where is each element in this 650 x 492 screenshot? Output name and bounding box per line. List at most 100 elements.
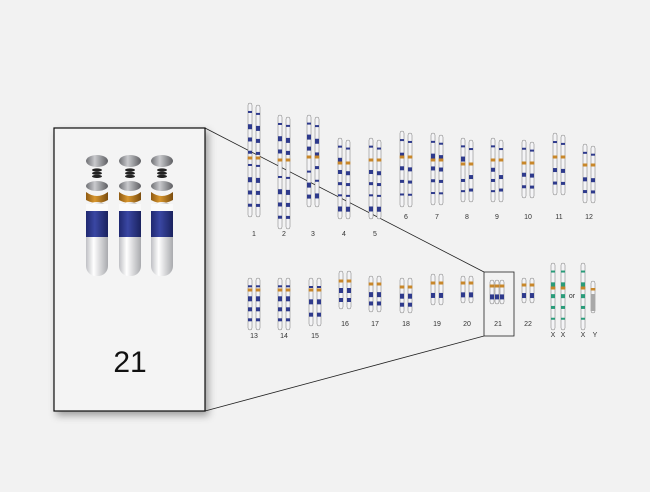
centromere: [277, 288, 283, 292]
centromere: [345, 161, 351, 165]
centromere: [499, 284, 505, 288]
centromere: [529, 283, 535, 287]
chromosome-7b: [438, 134, 444, 206]
chromosome-band: [307, 182, 311, 188]
chromosome-band: [338, 194, 342, 197]
chromosome-band: [583, 177, 587, 182]
chromosome-band: [369, 301, 373, 306]
centromere: [580, 286, 586, 290]
chromosome-band: [317, 312, 321, 317]
chromosome-band: [431, 166, 435, 171]
pair-label-22: 22: [524, 321, 532, 328]
chromosome-band: [278, 136, 282, 142]
chromosome-band: [307, 170, 311, 173]
chromosome-band: [307, 146, 311, 151]
centromere: [337, 161, 343, 165]
chromosome-19b: [438, 273, 444, 306]
chromosome-band: [408, 293, 412, 299]
chromosome-band: [461, 178, 465, 182]
chromosome-16b: [346, 270, 352, 310]
chromosome-6b: [407, 132, 413, 208]
chromosome-11b: [560, 134, 566, 196]
pair-label-5: 5: [373, 231, 377, 238]
chromosome-band: [286, 176, 290, 179]
pair-label-2: 2: [282, 231, 286, 238]
chromosome-18a: [399, 277, 405, 314]
centromere: [490, 158, 496, 162]
chromosome-band: [248, 203, 252, 207]
chromosome-band: [256, 112, 260, 115]
chromosome-band: [369, 169, 373, 174]
chromosome-band: [286, 215, 290, 219]
centromere: [460, 281, 466, 285]
chromosome-band: [561, 294, 565, 299]
chromosome-2a: [277, 114, 283, 230]
centromere: [314, 155, 320, 159]
pair-label-10: 10: [524, 214, 532, 221]
centromere: [368, 158, 374, 162]
chromosome-x3: [580, 262, 586, 331]
chromosome-band: [461, 190, 465, 193]
chromosome-band: [315, 138, 319, 144]
chromosome-band: [581, 282, 585, 288]
chromosome-band: [400, 193, 404, 196]
chromosome-band: [248, 177, 252, 183]
sex-label-x1: X: [551, 332, 556, 339]
chromosome-band: [309, 312, 313, 317]
chromosome-band: [338, 206, 342, 212]
chromosome-band: [339, 288, 343, 293]
centromere: [255, 288, 261, 292]
chromosome-band: [431, 192, 435, 195]
chromosome-21b: [494, 279, 500, 305]
centromere: [376, 158, 382, 162]
pair-label-14: 14: [280, 333, 288, 340]
chromosome-band: [431, 179, 435, 183]
chromosome-band: [469, 188, 473, 192]
chromosome-band: [307, 194, 311, 199]
chromosome-band: [317, 286, 321, 288]
chromosome-band: [278, 318, 282, 322]
chromosome-band: [286, 189, 290, 195]
pair-label-12: 12: [585, 214, 593, 221]
chromosome-14b: [285, 277, 291, 331]
chromosome-band: [286, 307, 290, 312]
chromosome-band: [248, 285, 252, 288]
chromosome-band: [591, 190, 595, 194]
centromere: [255, 156, 261, 160]
chromosome-band: [522, 293, 526, 299]
centromere: [285, 288, 291, 292]
sex-label-y: Y: [593, 332, 598, 339]
chromosome-band: [346, 171, 350, 176]
chromosome-band: [400, 302, 404, 307]
sex-label-x2: X: [561, 332, 566, 339]
chromosome-band: [248, 163, 252, 166]
centromere: [407, 155, 413, 159]
chromosome-band: [307, 122, 311, 125]
pair-label-13: 13: [250, 333, 258, 340]
chromosome-band: [591, 178, 595, 183]
chromosome-band: [369, 206, 373, 212]
chromosome-band: [278, 307, 282, 312]
chromosome-band: [553, 141, 557, 144]
zoom-chromosome-2: [119, 155, 141, 276]
chromosome-3a: [306, 114, 312, 208]
centromere: [560, 155, 566, 159]
chromosome-band: [491, 167, 495, 172]
pair-label-6: 6: [404, 214, 408, 221]
chromosome-band: [553, 168, 557, 173]
chromosome-band: [461, 292, 465, 298]
chromosome-layer: [247, 102, 596, 331]
chromosome-band: [561, 317, 565, 320]
centromere: [590, 163, 596, 167]
chromosome-band: [408, 180, 412, 184]
chromosome-band: [469, 148, 473, 151]
chromosome-22a: [521, 277, 527, 304]
chromosome-band: [369, 145, 373, 148]
pair-label-16: 16: [341, 321, 349, 328]
chromosome-band: [256, 296, 260, 302]
pair-label-4: 4: [342, 231, 346, 238]
centromere: [247, 288, 253, 292]
chromosome-band: [377, 292, 381, 298]
